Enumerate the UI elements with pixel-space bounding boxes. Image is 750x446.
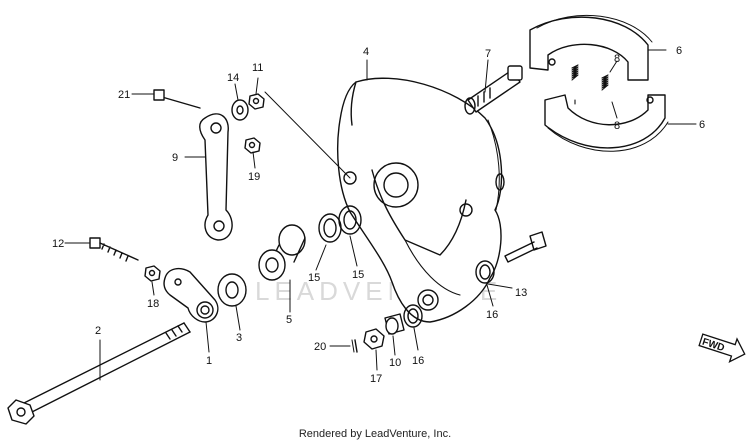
callout-15-right: 15	[352, 269, 364, 281]
callout-1: 1	[206, 355, 212, 367]
forward-direction-indicator: FWD	[698, 333, 746, 364]
nut-11	[248, 93, 265, 110]
collar-10	[384, 313, 405, 335]
callout-18: 18	[147, 298, 159, 310]
callout-16-lower: 16	[412, 355, 424, 367]
spring-left	[571, 64, 579, 105]
callout-15-left: 15	[308, 272, 320, 284]
axle	[7, 322, 191, 425]
bolt-21	[153, 89, 201, 109]
callout-4: 4	[363, 46, 369, 58]
oring-16-right-inner	[479, 264, 491, 280]
callout-14: 14	[227, 72, 239, 84]
oring-15-right-inner	[343, 210, 357, 230]
linkage-line	[264, 91, 351, 179]
callout-6-lower: 6	[699, 119, 705, 131]
brake-arm	[199, 113, 233, 241]
nut-18	[144, 265, 161, 282]
washer-14	[231, 99, 249, 121]
oring-15-left-inner	[323, 218, 337, 238]
sleeve-5	[258, 224, 306, 281]
callout-16-right: 16	[486, 309, 498, 321]
oring-16-lower-inner	[407, 308, 419, 324]
brake-shoe-lower	[544, 94, 669, 152]
bolt-12	[89, 237, 139, 262]
callout-3: 3	[236, 332, 242, 344]
oring-15-left	[318, 213, 342, 243]
callout-12: 12	[52, 238, 64, 250]
callout-8-lower: 8	[614, 120, 620, 132]
bolt-13	[504, 231, 547, 263]
callout-8-upper: 8	[614, 53, 620, 65]
fwd-label: FWD	[701, 337, 726, 355]
brake-cam	[464, 65, 523, 115]
callout-11: 11	[252, 62, 263, 74]
oring-15-right	[338, 205, 362, 235]
callout-20: 20	[314, 341, 326, 353]
spring-right	[601, 74, 609, 91]
callout-19: 19	[248, 171, 260, 183]
callout-21: 21	[118, 89, 130, 101]
oring-16-lower	[403, 304, 423, 328]
callout-5: 5	[286, 314, 292, 326]
callout-17: 17	[370, 373, 382, 385]
collar-3	[217, 273, 247, 307]
fwd-arrow-icon	[698, 333, 746, 364]
nut-17	[363, 328, 385, 350]
cotter-pin-20	[351, 339, 358, 353]
footer-credit: Rendered by LeadVenture, Inc.	[298, 428, 452, 440]
stopper-arm	[163, 267, 219, 323]
callout-2: 2	[95, 325, 101, 337]
callout-13: 13	[515, 287, 527, 299]
callout-7: 7	[485, 48, 491, 60]
oring-16-right	[475, 260, 495, 284]
nut-19	[244, 137, 261, 154]
callout-labels: 21 14 11 9 19 4 7 6 8 8 6 12 18 2 1 3 5 …	[52, 45, 705, 385]
callout-9: 9	[172, 152, 178, 164]
leader-lines	[64, 49, 697, 381]
callout-10: 10	[389, 357, 401, 369]
brake-shoe-upper	[529, 14, 653, 81]
callout-6-upper: 6	[676, 45, 682, 57]
